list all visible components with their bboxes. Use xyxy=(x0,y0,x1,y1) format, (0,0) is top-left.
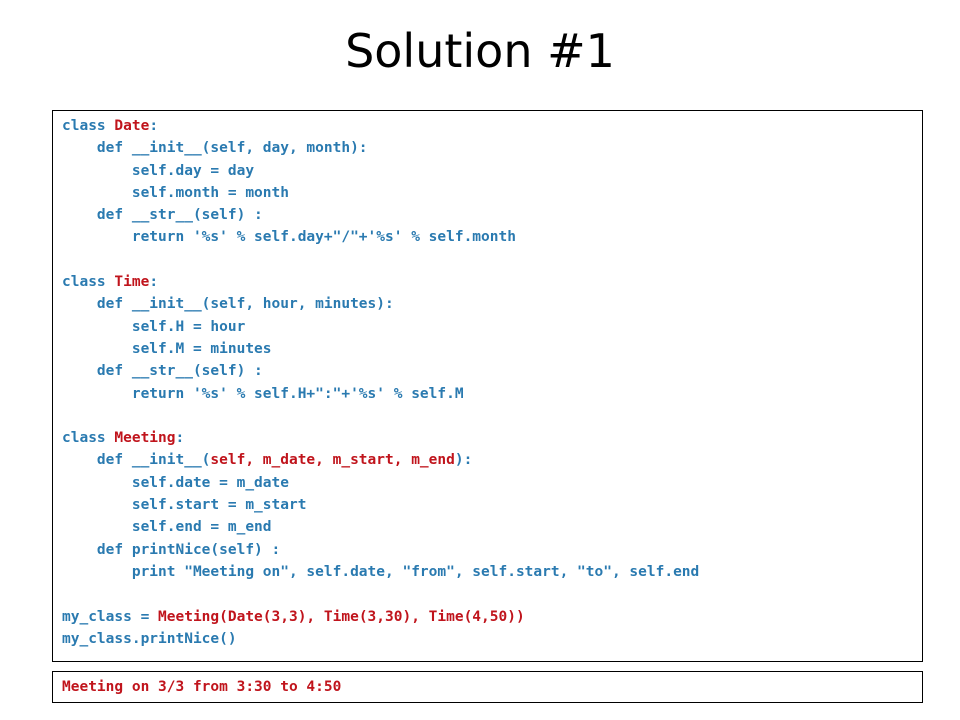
code-line: class Time: xyxy=(62,271,699,293)
code-line: return '%s' % self.H+":"+'%s' % self.M xyxy=(62,383,699,405)
code-line: class Date: xyxy=(62,115,699,137)
code-line: self.start = m_start xyxy=(62,494,699,516)
code-token: class xyxy=(62,118,115,134)
code-listing: class Date: def __init__(self, day, mont… xyxy=(62,115,699,650)
code-line: def __init__(self, m_date, m_start, m_en… xyxy=(62,449,699,471)
slide-title: Solution #1 xyxy=(345,24,615,78)
code-line xyxy=(62,405,699,427)
code-token: def __init__(self, hour, minutes): xyxy=(62,296,394,313)
code-token: def __init__(self, day, month): xyxy=(62,140,368,157)
code-token: class xyxy=(62,430,115,447)
code-line: my_class = Meeting(Date(3,3), Time(3,30)… xyxy=(62,606,699,628)
code-line xyxy=(62,583,699,605)
code-token: return '%s' % self.day+"/"+'%s' % self.m… xyxy=(62,229,516,246)
code-token: def __init__( xyxy=(62,452,211,469)
code-line: def __str__(self) : xyxy=(62,204,699,226)
code-line: def __init__(self, day, month): xyxy=(62,137,699,159)
code-token: Meeting(Date(3,3), Time(3,30), Time(4,50… xyxy=(158,608,525,625)
code-token: self.H = hour xyxy=(62,318,246,335)
code-line: print "Meeting on", self.date, "from", s… xyxy=(62,561,699,583)
code-line xyxy=(62,249,699,271)
code-line: my_class.printNice() xyxy=(62,628,699,650)
code-line: return '%s' % self.day+"/"+'%s' % self.m… xyxy=(62,226,699,248)
code-box: class Date: def __init__(self, day, mont… xyxy=(52,110,923,662)
code-token: Date xyxy=(114,118,150,134)
code-token: class xyxy=(62,274,115,291)
code-line: self.day = day xyxy=(62,160,699,182)
code-token: my_class = xyxy=(62,608,159,625)
code-token: : xyxy=(175,430,185,447)
code-line: def __init__(self, hour, minutes): xyxy=(62,293,699,315)
code-line: self.end = m_end xyxy=(62,516,699,538)
code-token: my_class.printNice() xyxy=(62,630,237,647)
code-line: class Meeting: xyxy=(62,427,699,449)
code-token: print "Meeting on", self.date, "from", s… xyxy=(62,563,700,580)
code-token: : xyxy=(149,118,159,134)
code-token: Time xyxy=(114,274,150,291)
code-line: def printNice(self) : xyxy=(62,539,699,561)
code-token: return '%s' % self.H+":"+'%s' % self.M xyxy=(62,385,464,402)
code-line: self.month = month xyxy=(62,182,699,204)
code-line: self.M = minutes xyxy=(62,338,699,360)
code-token: def __str__(self) : xyxy=(62,207,263,224)
code-token: def __str__(self) : xyxy=(62,363,263,380)
code-token: def printNice(self) : xyxy=(62,541,281,558)
code-token: : xyxy=(149,274,159,291)
code-token: self, m_date, m_start, m_end xyxy=(210,452,455,469)
code-token: self.day = day xyxy=(62,162,255,179)
code-line: self.date = m_date xyxy=(62,472,699,494)
code-token: self.date = m_date xyxy=(62,474,289,491)
code-token: self.M = minutes xyxy=(62,340,272,357)
code-token: Meeting xyxy=(114,430,176,447)
code-line: def __str__(self) : xyxy=(62,360,699,382)
code-token: self.end = m_end xyxy=(62,519,272,536)
output-box: Meeting on 3/3 from 3:30 to 4:50 xyxy=(52,671,923,703)
output-text: Meeting on 3/3 from 3:30 to 4:50 xyxy=(62,679,342,695)
code-token: ): xyxy=(454,452,473,469)
code-line: self.H = hour xyxy=(62,316,699,338)
code-token: self.start = m_start xyxy=(62,497,307,514)
code-token: self.month = month xyxy=(62,184,289,201)
